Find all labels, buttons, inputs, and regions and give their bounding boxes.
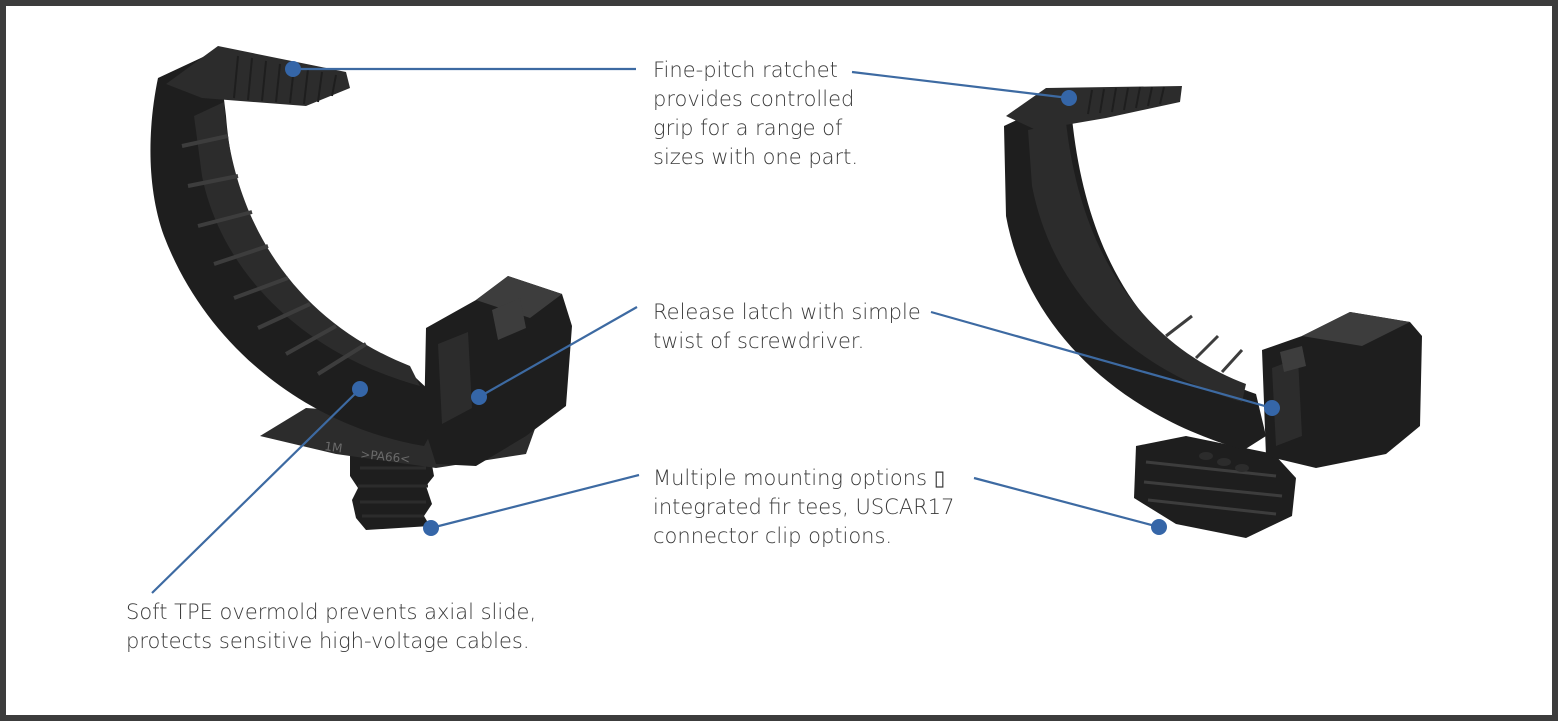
left-material-marking: >PA66< xyxy=(360,447,411,466)
callout-latch-line-2: twist of screwdriver. xyxy=(653,329,865,353)
callout-overmold-line-1: Soft TPE overmold prevents axial slide, xyxy=(126,600,537,624)
callout-mounting-line-1: Multiple mounting options ▯ xyxy=(653,466,946,490)
leader-dot-icon xyxy=(471,389,487,405)
right-latch-top xyxy=(1302,312,1410,346)
leader-latch-left xyxy=(478,306,638,398)
leader-dot-icon xyxy=(1151,519,1167,535)
left-strap-ribs xyxy=(181,134,368,376)
callout-ratchet-line-1: Fine-pitch ratchet xyxy=(653,58,838,82)
leader-lines xyxy=(151,67,1273,594)
leader-mounting-left xyxy=(430,473,640,530)
right-strap-inner xyxy=(1028,122,1246,402)
leader-dot-icon xyxy=(1061,90,1077,106)
diagram-frame: 1M >PA66< xyxy=(6,6,1552,715)
left-strap-band xyxy=(150,50,446,446)
right-latch-slot xyxy=(1280,346,1306,372)
right-base-ribs xyxy=(1143,460,1283,516)
left-ratchet-teeth xyxy=(233,55,337,105)
callout-ratchet-line-2: provides controlled xyxy=(653,87,855,111)
leader-dot-icon xyxy=(352,381,368,397)
callout-mounting-line-3: connector clip options. xyxy=(653,524,893,548)
leader-dot-icon xyxy=(285,61,301,77)
left-latch-window xyxy=(438,332,472,424)
left-fir-tree-ribs xyxy=(358,466,428,518)
left-ratchet-tongue xyxy=(166,46,350,106)
callout-overmold: Soft TPE overmold prevents axial slide, … xyxy=(126,598,536,656)
leader-dots xyxy=(285,61,1280,536)
left-latch-slot xyxy=(492,298,526,340)
right-strap-ribs xyxy=(1165,314,1244,374)
leader-overmold xyxy=(151,388,361,594)
product-left-illustration: 1M >PA66< xyxy=(150,46,572,530)
leader-latch-right xyxy=(930,310,1273,410)
leader-ratchet-right xyxy=(851,70,1070,100)
left-latch-housing xyxy=(424,276,572,466)
callout-latch-line-1: Release latch with simple xyxy=(653,300,921,324)
left-size-marking: 1M xyxy=(324,439,344,455)
leader-dot-icon xyxy=(1264,400,1280,416)
right-base-holes xyxy=(1199,452,1249,472)
product-diagram: 1M >PA66< xyxy=(150,46,1422,594)
callout-latch: Release latch with simple twist of screw… xyxy=(653,298,921,356)
left-strap-inner xyxy=(194,102,420,386)
callout-ratchet: Fine-pitch ratchet provides controlled g… xyxy=(653,56,858,172)
left-fir-tree-base xyxy=(350,454,434,530)
callout-ratchet-line-3: grip for a range of xyxy=(653,116,843,140)
leader-mounting-right xyxy=(973,476,1160,529)
callout-overmold-line-2: protects sensitive high-voltage cables. xyxy=(126,629,530,653)
left-latch-top xyxy=(476,276,562,318)
right-latch-window xyxy=(1272,358,1302,446)
callout-mounting-line-2: integrated fir tees, USCAR17 xyxy=(653,495,955,519)
product-right-illustration xyxy=(1004,86,1422,538)
callout-mounting: Multiple mounting options ▯ integrated f… xyxy=(653,464,955,551)
right-ratchet-teeth xyxy=(1087,86,1165,115)
leader-dot-icon xyxy=(423,520,439,536)
callout-ratchet-line-4: sizes with one part. xyxy=(653,145,859,169)
